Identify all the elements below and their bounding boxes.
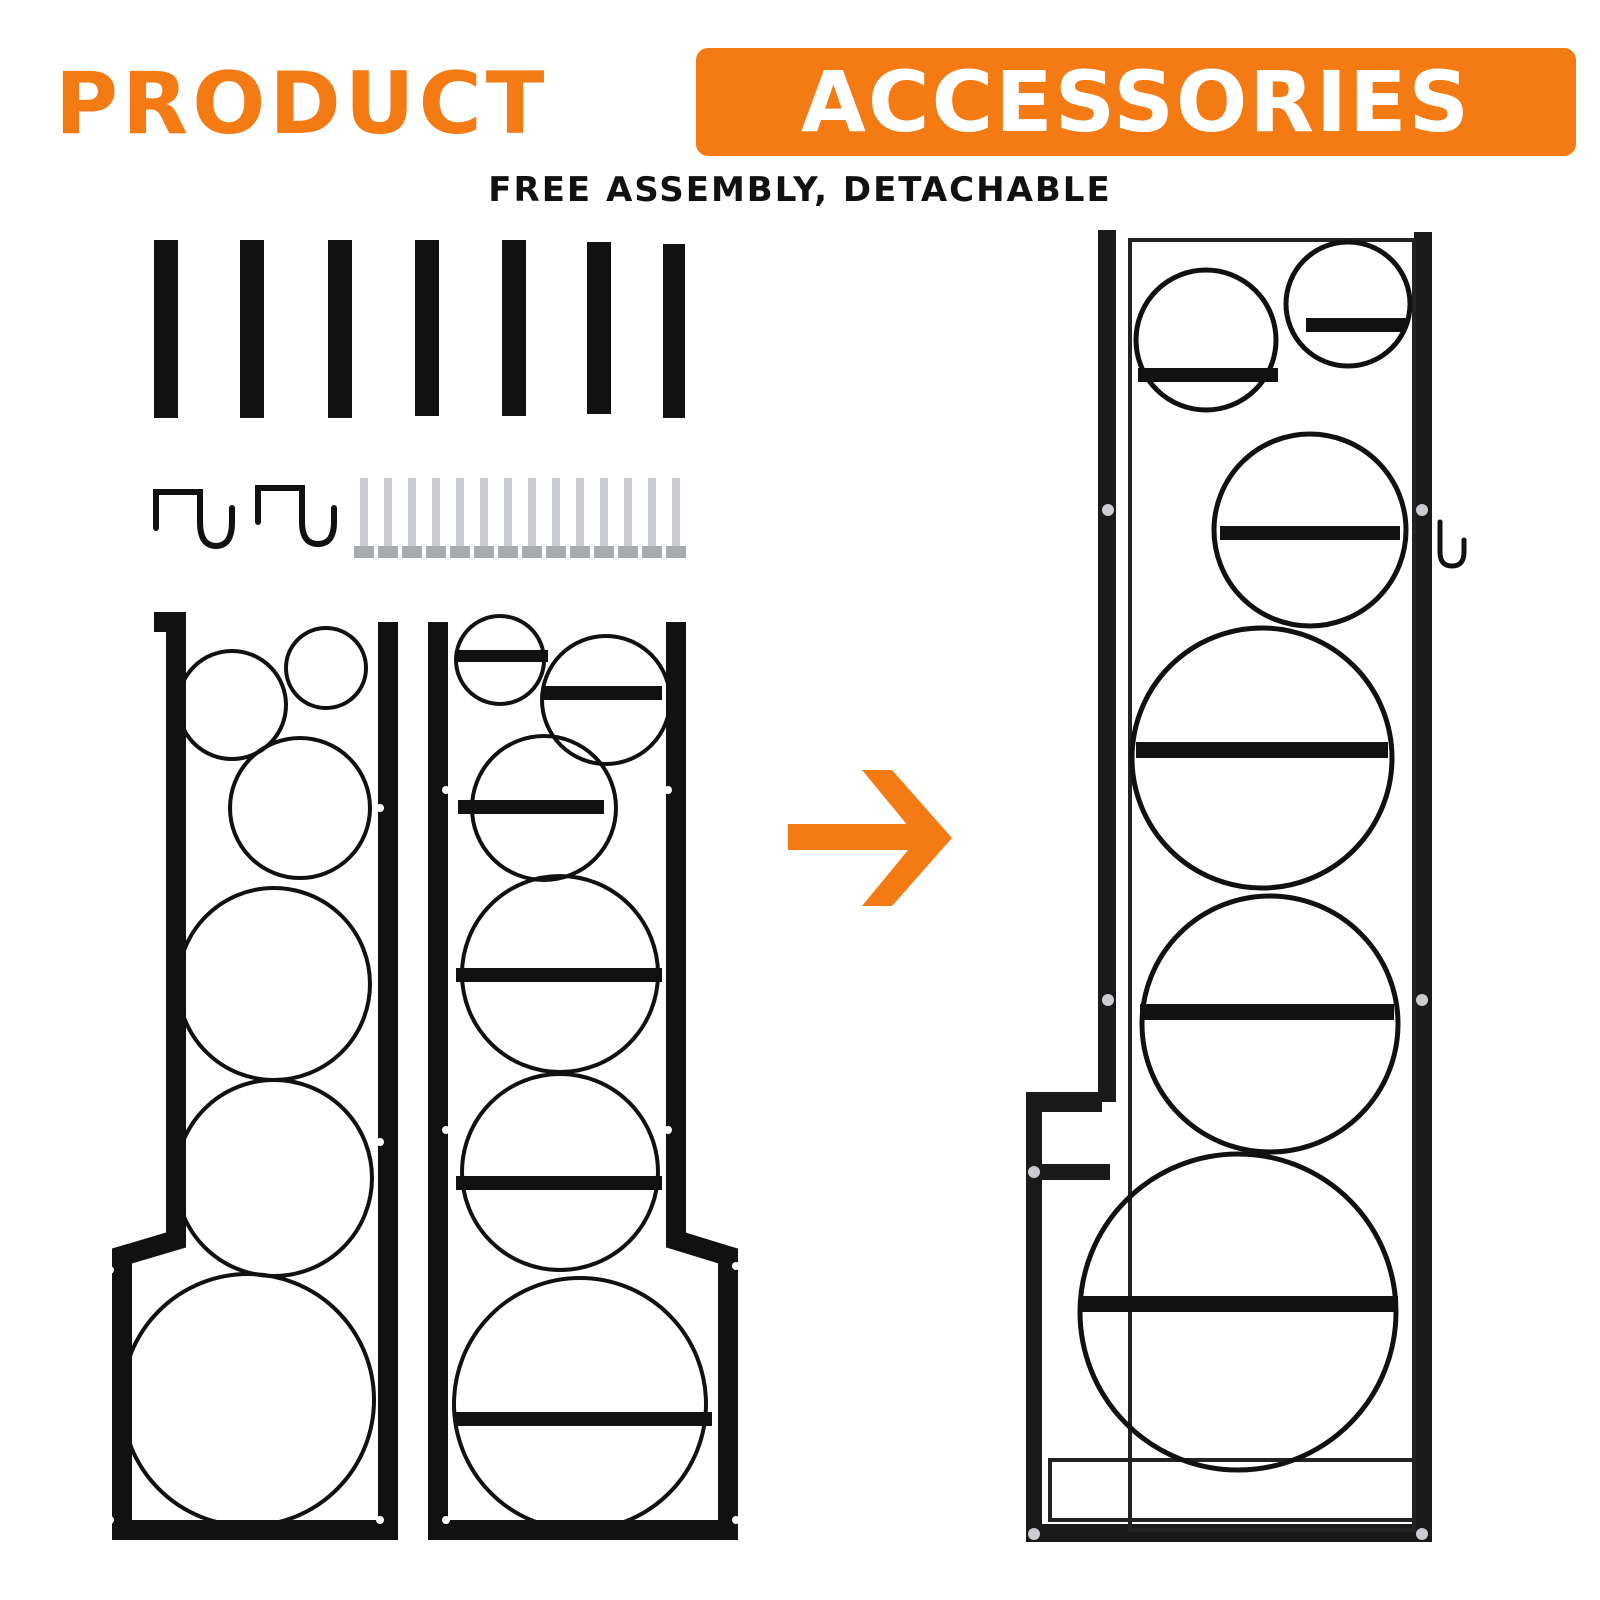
bolt (384, 478, 392, 548)
subtitle: FREE ASSEMBLY, DETACHABLE (488, 170, 1112, 210)
bolt (432, 478, 440, 548)
bolt (504, 478, 512, 548)
hook-set (153, 485, 337, 550)
bolt (576, 478, 584, 548)
hook (255, 485, 337, 548)
hook (153, 489, 235, 550)
bolt (528, 478, 536, 548)
bolt (456, 478, 464, 548)
bolt (408, 478, 416, 548)
tube (328, 240, 352, 418)
tube-set (154, 240, 685, 418)
hook (1437, 519, 1467, 569)
bolt (480, 478, 488, 548)
tube (502, 240, 526, 416)
tube (663, 244, 685, 418)
bolt (360, 478, 368, 548)
tube (154, 240, 178, 418)
assembled-rack (1026, 230, 1467, 1542)
side-panel-right (428, 614, 740, 1540)
tube (415, 240, 439, 416)
bolt (600, 478, 608, 548)
bolt (648, 478, 656, 548)
arrow-right-icon (788, 770, 952, 906)
tube (587, 242, 611, 414)
title-accessories-badge: ACCESSORIES (696, 48, 1576, 156)
side-panel-left (106, 612, 398, 1540)
bolt (624, 478, 632, 548)
tube (240, 240, 264, 418)
title-product: PRODUCT (55, 54, 549, 154)
headline: PRODUCT ACCESSORIES (0, 48, 1600, 160)
bolt (552, 478, 560, 548)
bolt-set (354, 478, 686, 558)
bolt (672, 478, 680, 548)
